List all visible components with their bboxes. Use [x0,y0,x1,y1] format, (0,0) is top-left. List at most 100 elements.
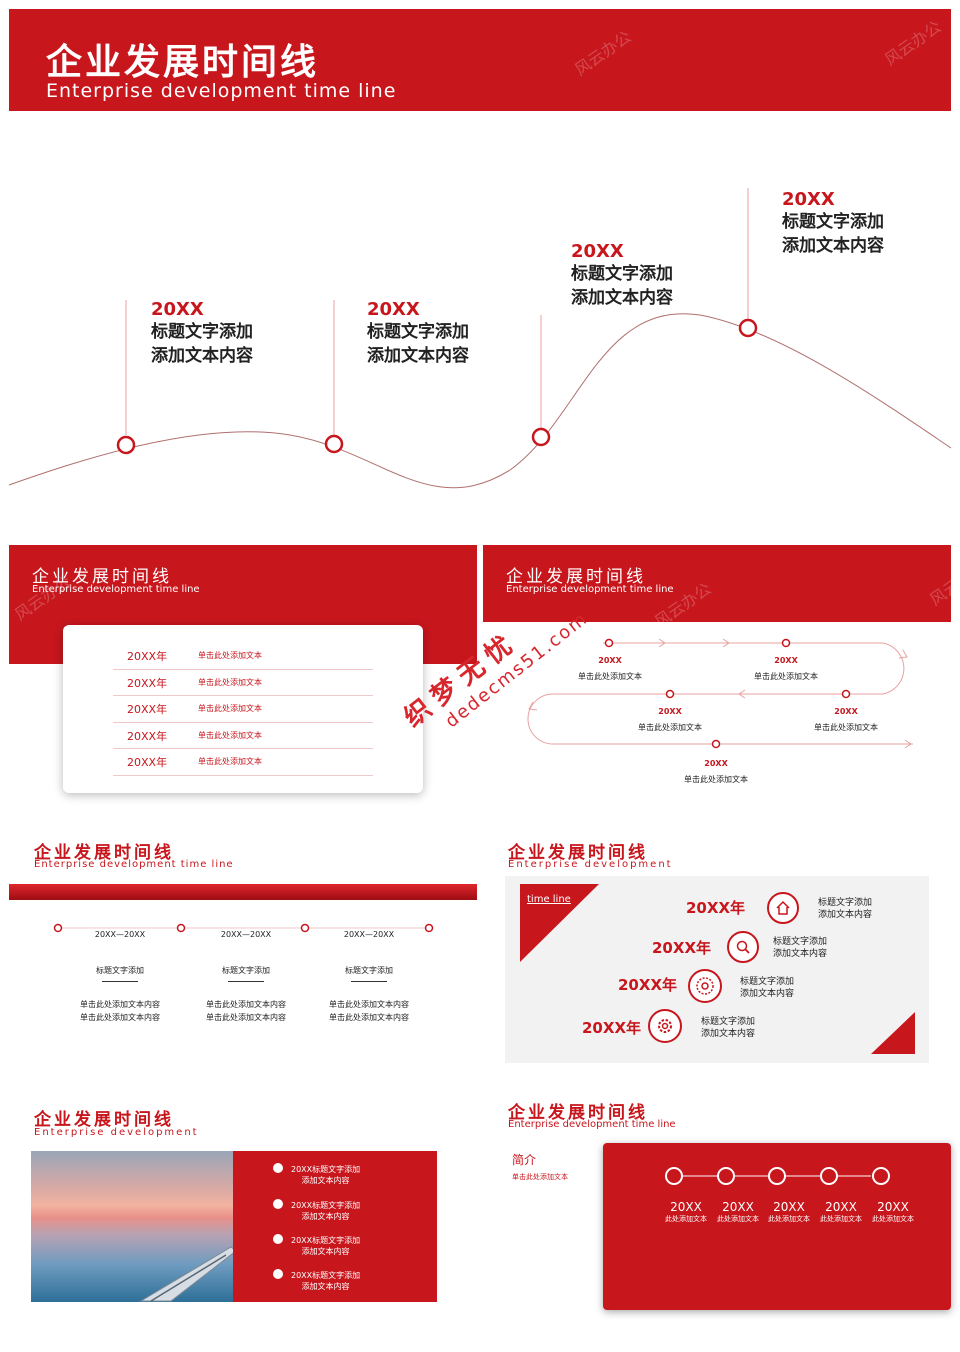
node-text: 此处添加文本 [820,1215,862,1223]
list-item: 20XX年 单击此处添加文本 [113,723,373,749]
slide5-panel [505,876,929,1063]
slide6-panel [233,1151,437,1302]
slide5-tag: time line [527,894,571,905]
item-title: 标题文字添加 [740,977,795,987]
period-range: 20XX—20XX [90,930,150,939]
bullet-text: 添加文本内容 [301,1282,350,1291]
node-text: 单击此处添加文本 [638,723,702,732]
item-year: 20XX年 [582,1019,642,1037]
period-text: 单击此处添加文本内容 [80,1013,160,1022]
node-circle [768,1167,786,1185]
period-range: 20XX—20XX [339,930,399,939]
bullet-dot [273,1163,283,1173]
card-node: 20XX 此处添加文本 [654,1200,718,1224]
slide7-subtitle: Enterprise development time line [508,1119,676,1130]
node-year: 20XX [722,1200,754,1214]
timeline-year: 20XX [782,189,835,210]
row-text: 单击此处添加文本 [198,677,262,687]
period-range: 20XX—20XX [216,930,276,939]
item-year: 20XX年 [686,899,746,917]
snake-node: 20XX 单击此处添加文本 [570,656,650,682]
period-block: 20XX—20XX 标题文字添加 单击此处添加文本内容 单击此处添加文本内容 [319,922,419,1023]
node-circle [872,1167,890,1185]
timeline-curve [8,188,952,489]
slide6-title: 企业发展时间线 [34,1110,174,1130]
item-year: 20XX年 [652,939,712,957]
bullet-title: 20XX标题文字添加 [291,1201,361,1210]
card-node: 20XX 此处添加文本 [809,1200,873,1224]
period-heading: 标题文字添加 [345,966,393,975]
row-year: 20XX年 [127,676,168,690]
period-block: 20XX—20XX 标题文字添加 单击此处添加文本内容 单击此处添加文本内容 [70,922,170,1023]
slide4-axis [53,923,434,933]
slide4-subtitle: Enterprise development time line [34,859,234,870]
row-year: 20XX年 [127,729,168,743]
hero-subtitle: Enterprise development time line [46,80,397,102]
bullet-title: 20XX标题文字添加 [291,1271,361,1280]
slide7-title: 企业发展时间线 [508,1103,648,1123]
card-node: 20XX 此处添加文本 [757,1200,821,1224]
timeline-entry: 20XX 标题文字添加 添加文本内容 [367,299,469,368]
item-title: 标题文字添加 [701,1017,756,1027]
node-text: 单击此处添加文本 [578,672,642,681]
list-item: 20XX年 单击此处添加文本 [113,696,373,723]
slide4-title: 企业发展时间线 [34,843,174,863]
timeline-title: 标题文字添加 [782,212,884,232]
bullet-text: 添加文本内容 [301,1212,350,1221]
period-text: 单击此处添加文本内容 [329,1013,409,1022]
node-text: 单击此处添加文本 [814,723,878,732]
bullet-dot [273,1269,283,1279]
item-desc: 添加文本内容 [773,949,828,959]
bullet-title: 20XX标题文字添加 [291,1165,361,1174]
period-divider [351,981,387,982]
node-circle [820,1167,838,1185]
slide3-banner [483,545,951,622]
hero-title: 企业发展时间线 [46,42,320,83]
slide5-corners [520,884,915,1054]
timeline-entry: 20XX 标题文字添加 添加文本内容 [151,299,253,368]
timeline-year: 20XX [571,241,624,262]
intro-title: 简介 [512,1153,537,1167]
item-text: 标题文字添加 添加文本内容 [773,936,827,960]
period-text: 单击此处添加文本内容 [329,1000,409,1009]
bullet-dot [273,1199,283,1209]
node-year: 20XX [877,1200,909,1214]
gear-icon [648,1009,682,1043]
item-title: 标题文字添加 [773,937,828,947]
slide5-title: 企业发展时间线 [508,843,648,863]
lake-photo [31,1151,233,1302]
snake-node: 20XX 单击此处添加文本 [630,707,710,733]
timeline-year: 20XX [151,299,204,320]
node-text: 此处添加文本 [717,1215,759,1223]
timeline-text: 添加文本内容 [782,236,884,256]
bullet-title: 20XX标题文字添加 [291,1236,361,1245]
timeline-text: 添加文本内容 [151,346,253,366]
node-text: 此处添加文本 [872,1215,914,1223]
timeline-title: 标题文字添加 [151,322,253,342]
slide2-title: 企业发展时间线 [32,567,172,587]
period-heading: 标题文字添加 [96,966,144,975]
node-year: 20XX [598,656,622,665]
row-year: 20XX年 [127,703,168,716]
slide4-bar [9,884,477,900]
period-divider [228,981,264,982]
slide3-subtitle: Enterprise development time line [506,584,674,595]
hero-banner [9,9,951,111]
timeline-entry: 20XX 标题文字添加 添加文本内容 [571,241,673,310]
card-node: 20XX 此处添加文本 [706,1200,770,1224]
bullet-text: 添加文本内容 [301,1247,350,1256]
timeline-text: 添加文本内容 [571,288,673,308]
slide6-subtitle: Enterprise development [34,1127,199,1138]
bullet-text: 添加文本内容 [301,1176,350,1185]
item-desc: 添加文本内容 [701,1029,756,1039]
period-text: 单击此处添加文本内容 [80,1000,160,1009]
row-text: 单击此处添加文本 [198,704,262,713]
timeline-entry: 20XX 标题文字添加 添加文本内容 [782,189,884,258]
node-year: 20XX [825,1200,857,1214]
node-text: 单击此处添加文本 [684,775,748,784]
boat-icon [139,1246,233,1302]
node-text: 单击此处添加文本 [754,672,818,681]
list-item: 20XX年 单击此处添加文本 [113,670,373,696]
row-text: 单击此处添加文本 [198,651,262,660]
disc-icon [688,969,722,1003]
